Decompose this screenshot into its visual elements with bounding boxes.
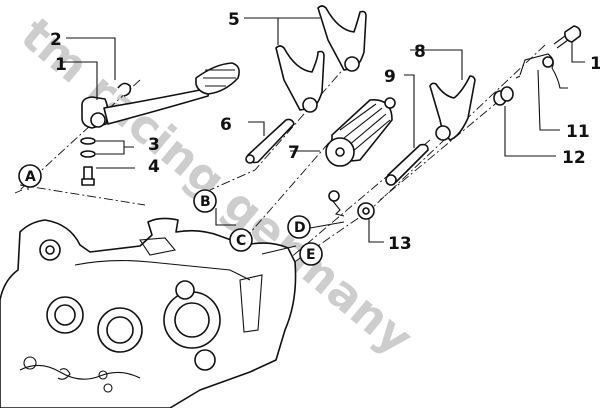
label-9: 9 [384,67,396,87]
marker-B: B [193,189,217,213]
shift-drum [325,97,396,167]
marker-A: A [18,164,42,188]
label-6: 6 [220,115,232,135]
label-5: 5 [228,10,240,30]
svg-text:D: D [294,220,306,236]
svg-text:C: C [236,233,246,249]
label-7: 7 [288,143,300,163]
bolt-10 [553,25,582,49]
bolt [81,166,95,186]
label-10: 1 [590,54,600,74]
marker-D: D [287,215,311,239]
shift-pawl [328,190,375,220]
label-3: 3 [148,135,160,155]
label-11: 11 [566,122,590,142]
shaft-6 [245,118,295,164]
leader-lines [27,17,585,255]
reference-markers: A B C D E [18,164,323,266]
crankcase [0,217,297,408]
svg-text:A: A [25,169,36,185]
svg-text:E: E [306,247,316,263]
marker-C: C [229,228,253,252]
label-13: 13 [388,234,412,254]
shift-fork-8 [429,75,476,141]
shift-forks [275,5,367,113]
label-1: 1 [55,55,67,75]
washers [80,137,96,158]
label-2: 2 [50,30,62,50]
part-labels: 2 1 3 4 5 6 7 8 9 1 11 12 13 [50,10,600,254]
label-12: 12 [562,148,586,168]
label-4: 4 [148,157,160,177]
bushing [493,86,514,106]
marker-E: E [299,242,323,266]
spring [515,53,568,89]
label-8: 8 [414,42,426,62]
shaft-9 [385,143,429,186]
shift-lever [81,62,240,129]
svg-text:B: B [200,194,211,210]
